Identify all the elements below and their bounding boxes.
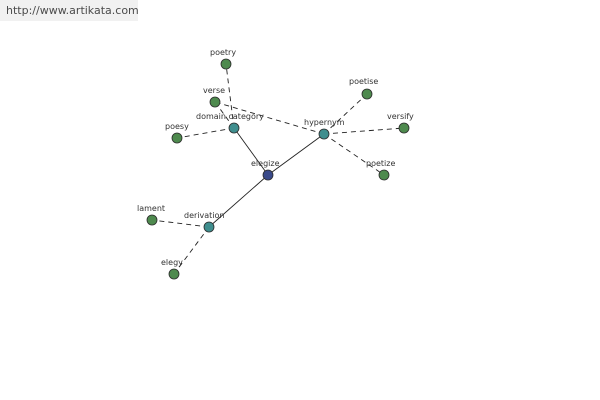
node-label-poesy: poesy [165,122,189,131]
edge-hypernym-poetize [323,133,385,176]
edges-layer [151,63,405,275]
node-verse[interactable] [209,96,221,108]
edge-hypernym-verse [214,101,325,135]
edge-domain-category-poetry [225,63,235,129]
node-label-elegy: elegy [161,258,183,267]
node-poetry[interactable] [220,58,232,70]
edge-derivation-elegy [173,226,210,275]
node-poetise[interactable] [361,88,373,100]
node-versify[interactable] [398,122,410,134]
node-lament[interactable] [146,214,158,226]
node-derivation[interactable] [203,221,215,233]
node-domain-category[interactable] [228,122,240,134]
node-label-poetry: poetry [210,48,236,57]
edge-elegize-hypernym [267,133,325,176]
node-label-elegize: elegize [251,159,280,168]
node-hypernym[interactable] [318,128,330,140]
node-label-lament: lament [137,204,165,213]
node-elegy[interactable] [168,268,180,280]
nodes-layer [146,58,410,280]
edge-hypernym-versify [323,127,405,135]
node-label-domain-category: domain category [196,112,264,121]
node-poetize[interactable] [378,169,390,181]
node-label-verse: verse [203,86,225,95]
site-watermark-url: http://www.artikata.com [0,0,139,21]
node-label-derivation: derivation [184,211,224,220]
node-label-poetise: poetise [349,77,378,86]
node-elegize[interactable] [262,169,274,181]
edge-elegize-derivation [208,174,269,228]
edge-elegize-domain-category [233,127,269,176]
node-label-hypernym: hypernym [304,118,345,127]
edge-domain-category-poesy [176,127,235,139]
edge-hypernym-poetise [323,93,368,135]
labels-layer: elegize domain category hypernym derivation… [137,48,414,267]
edge-derivation-lament [151,219,210,228]
node-label-poetize: poetize [366,159,395,168]
node-poesy[interactable] [171,132,183,144]
node-label-versify: versify [387,112,414,121]
